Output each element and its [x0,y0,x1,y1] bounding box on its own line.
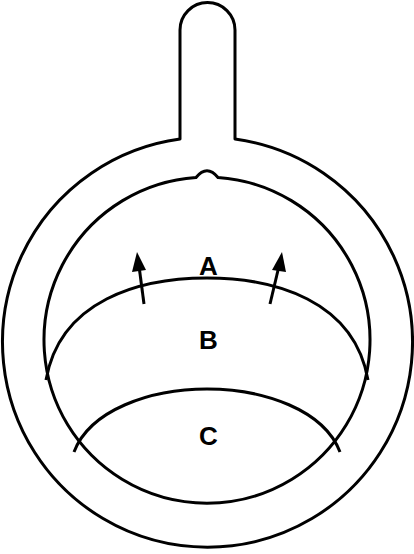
flask-outer-wall [3,3,413,548]
flask-inner-wall [44,171,370,503]
region-label: C [199,423,218,449]
region-label: A [199,253,218,279]
region-label: B [199,327,218,353]
lower-layer-boundary [74,389,340,452]
arrow-shaft [270,266,279,304]
arrow-head [272,252,286,272]
arrow-shaft [139,266,144,304]
upper-layer-boundary [46,278,368,380]
arrow-head [132,252,146,272]
